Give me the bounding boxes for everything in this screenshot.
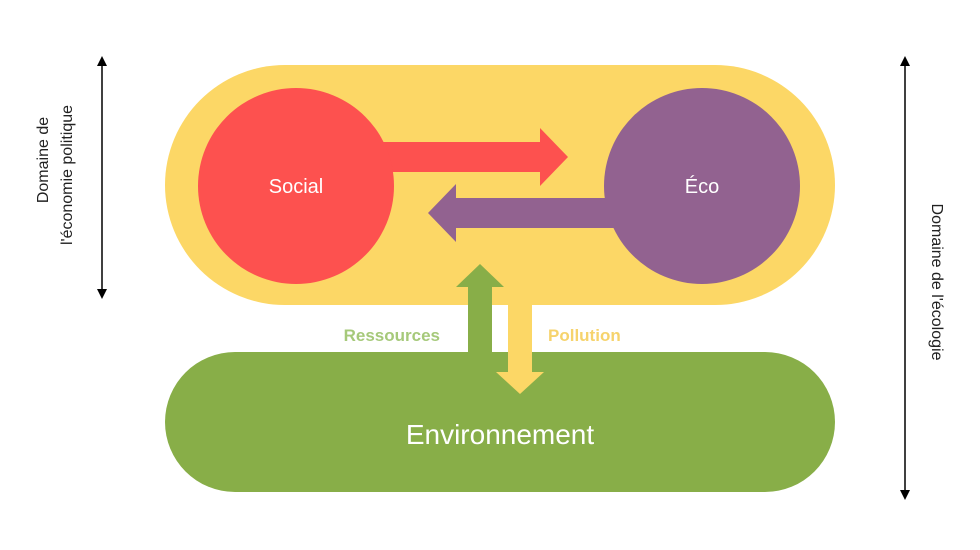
eco-to-social-arrow (428, 184, 615, 242)
left-double-arrow (97, 56, 107, 299)
environment-label: Environnement (406, 419, 595, 450)
right-double-arrow (900, 56, 910, 500)
eco-circle (604, 88, 800, 284)
social-label: Social (269, 176, 323, 198)
left-domain-label-line2: l'économie politique (59, 105, 76, 245)
environment-pill (165, 352, 835, 492)
pollution-arrow (496, 302, 544, 394)
pollution-label: Pollution (548, 326, 621, 345)
right-domain-label: Domaine de l'écologie (928, 204, 945, 361)
social-to-eco-arrow (380, 128, 568, 186)
resources-arrow (456, 264, 504, 352)
resources-label: Ressources (344, 326, 440, 345)
left-domain-label-line1: Domaine de (35, 117, 52, 203)
eco-label: Éco (685, 175, 719, 198)
social-circle (198, 88, 394, 284)
